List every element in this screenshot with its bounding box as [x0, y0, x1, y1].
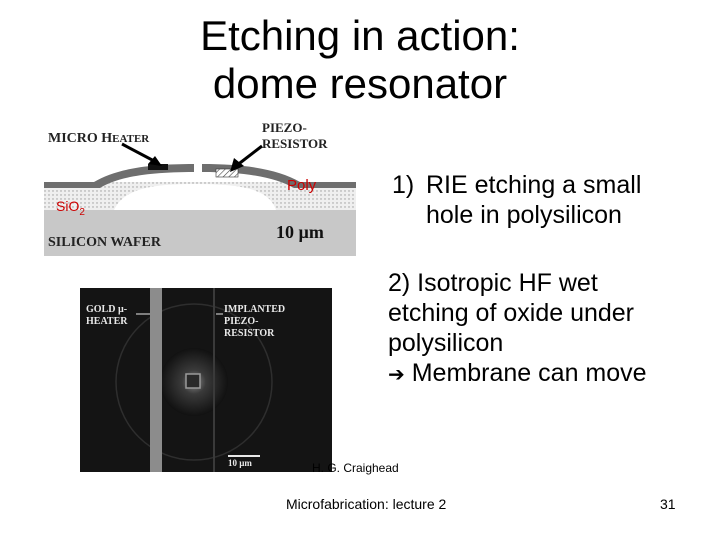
implanted-label-line2: PIEZO- [224, 316, 258, 327]
gold-heater-label-line2: HEATER [86, 316, 128, 327]
piezo-label-line2: RESISTOR [262, 136, 328, 151]
step-1-text: 1) RIE etching a small hole in polysilico… [392, 170, 712, 230]
silicon-wafer-label: SILICON WAFER [48, 235, 162, 250]
heater-arrowhead [148, 156, 162, 166]
piezo-label-line1: PIEZO- [262, 120, 307, 135]
bold-right-arrow-icon: ➔ [388, 364, 405, 386]
piezoresistor-region [215, 168, 239, 178]
slide-number: 31 [660, 496, 676, 512]
gold-heater-strip [150, 288, 162, 472]
micrograph-scale-label: 10 µm [228, 458, 252, 468]
micro-heater-block [148, 164, 168, 170]
step-2-result: ➔ Membrane can move [388, 358, 708, 390]
micro-heater-label: MICRO HEATER [48, 131, 150, 146]
schematic-scale-label: 10 µm [276, 222, 324, 242]
heater-pointer-arrow [121, 142, 157, 164]
dome-resonator-cross-section: MICRO HEATER PIEZO- RESISTOR SiO2 Poly S… [44, 120, 356, 256]
implanted-label-line3: RESISTOR [224, 328, 275, 339]
piezo-pointer-arrow [235, 144, 263, 168]
poly-membrane-right [202, 164, 356, 188]
step-2-line-1: 2) Isotropic HF wet [388, 269, 598, 297]
step-1-line-1: RIE etching a small [426, 171, 642, 199]
footer-lecture-label: Microfabrication: lecture 2 [286, 496, 447, 512]
step-2-text: 2) Isotropic HF wet etching of oxide und… [388, 268, 708, 390]
silicon-wafer-layer [44, 210, 356, 256]
gold-heater-label-line1: GOLD µ- [86, 304, 127, 315]
title-line-2: dome resonator [212, 60, 508, 107]
step-2-line-4: Membrane can move [411, 359, 647, 387]
title-line-1: Etching in action: [200, 12, 520, 59]
step-1-number: 1) [392, 171, 415, 199]
sio2-label: SiO2 [56, 198, 85, 218]
dome-edge-ring [115, 303, 273, 461]
slide-title: Etching in action: dome resonator [160, 12, 560, 108]
etched-cavity [114, 184, 276, 210]
piezo-arrowhead [230, 158, 244, 172]
image-credit: H. G. Craighead [312, 461, 399, 475]
etch-hole [185, 373, 201, 389]
sem-micrograph: GOLD µ- HEATER IMPLANTED PIEZO- RESISTOR… [80, 288, 332, 472]
step-2-line-3: polysilicon [388, 329, 504, 357]
poly-label: Poly [287, 177, 317, 194]
step-2-line-2: etching of oxide under [388, 299, 635, 327]
step-1-line-2: hole in polysilicon [426, 201, 622, 229]
implanted-label-line1: IMPLANTED [224, 304, 285, 315]
